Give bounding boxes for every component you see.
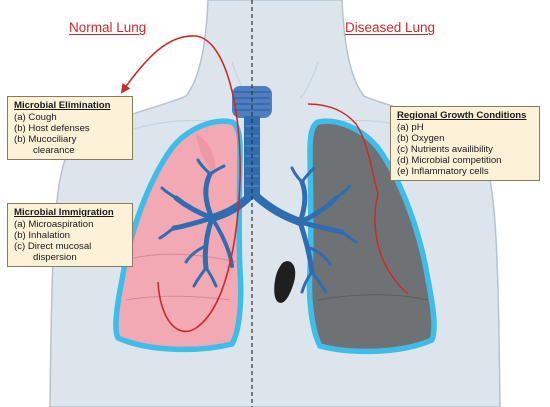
microbial-immigration-box: Microbial Immigration (a) Microaspiratio… [7, 203, 133, 267]
microbial-elimination-box: Microbial Elimination (a) Cough (b) Host… [7, 96, 133, 160]
immigration-heading: Microbial Immigration [14, 207, 114, 218]
elimination-item: (b) Host defenses [14, 123, 90, 134]
lung-fissure [133, 253, 237, 263]
growth-item: (c) Nutrients availibility [397, 144, 493, 155]
growth-item: (e) Inflammatory cells [397, 166, 489, 177]
circulation-arrow [120, 35, 241, 333]
immigration-item-continuation: dispersion [33, 252, 77, 263]
lung-shading [196, 134, 216, 176]
immigration-item: (c) Direct mucosal [14, 241, 92, 252]
bronchial-tree-right [252, 166, 358, 294]
neck-contour [299, 61, 319, 99]
lung-fissure [125, 295, 231, 301]
growth-item: (d) Microbial competition [397, 155, 502, 166]
immigration-item: (b) Inhalation [14, 230, 70, 241]
growth-heading: Regional Growth Conditions [397, 110, 527, 121]
growth-bracket [307, 103, 409, 295]
bronchial-tree-left [158, 158, 254, 288]
diseased-lung [306, 118, 437, 355]
normal-lung-title: Normal Lung [69, 20, 147, 35]
diseased-lung-title: Diseased Lung [345, 20, 436, 35]
elimination-item-continuation: clearance [33, 145, 75, 156]
growth-item: (a) pH [397, 122, 424, 133]
elimination-item: (b) Mucociliary [14, 134, 77, 145]
elimination-item: (a) Cough [14, 112, 57, 123]
elimination-heading: Microbial Elimination [14, 100, 111, 111]
lung-fissure [317, 294, 429, 301]
immigration-item: (a) Microaspiration [14, 219, 94, 230]
regional-growth-conditions-box: Regional Growth Conditions (a) pH (b) Ox… [390, 106, 540, 181]
growth-item: (b) Oxygen [397, 133, 445, 144]
lesion [274, 261, 296, 303]
